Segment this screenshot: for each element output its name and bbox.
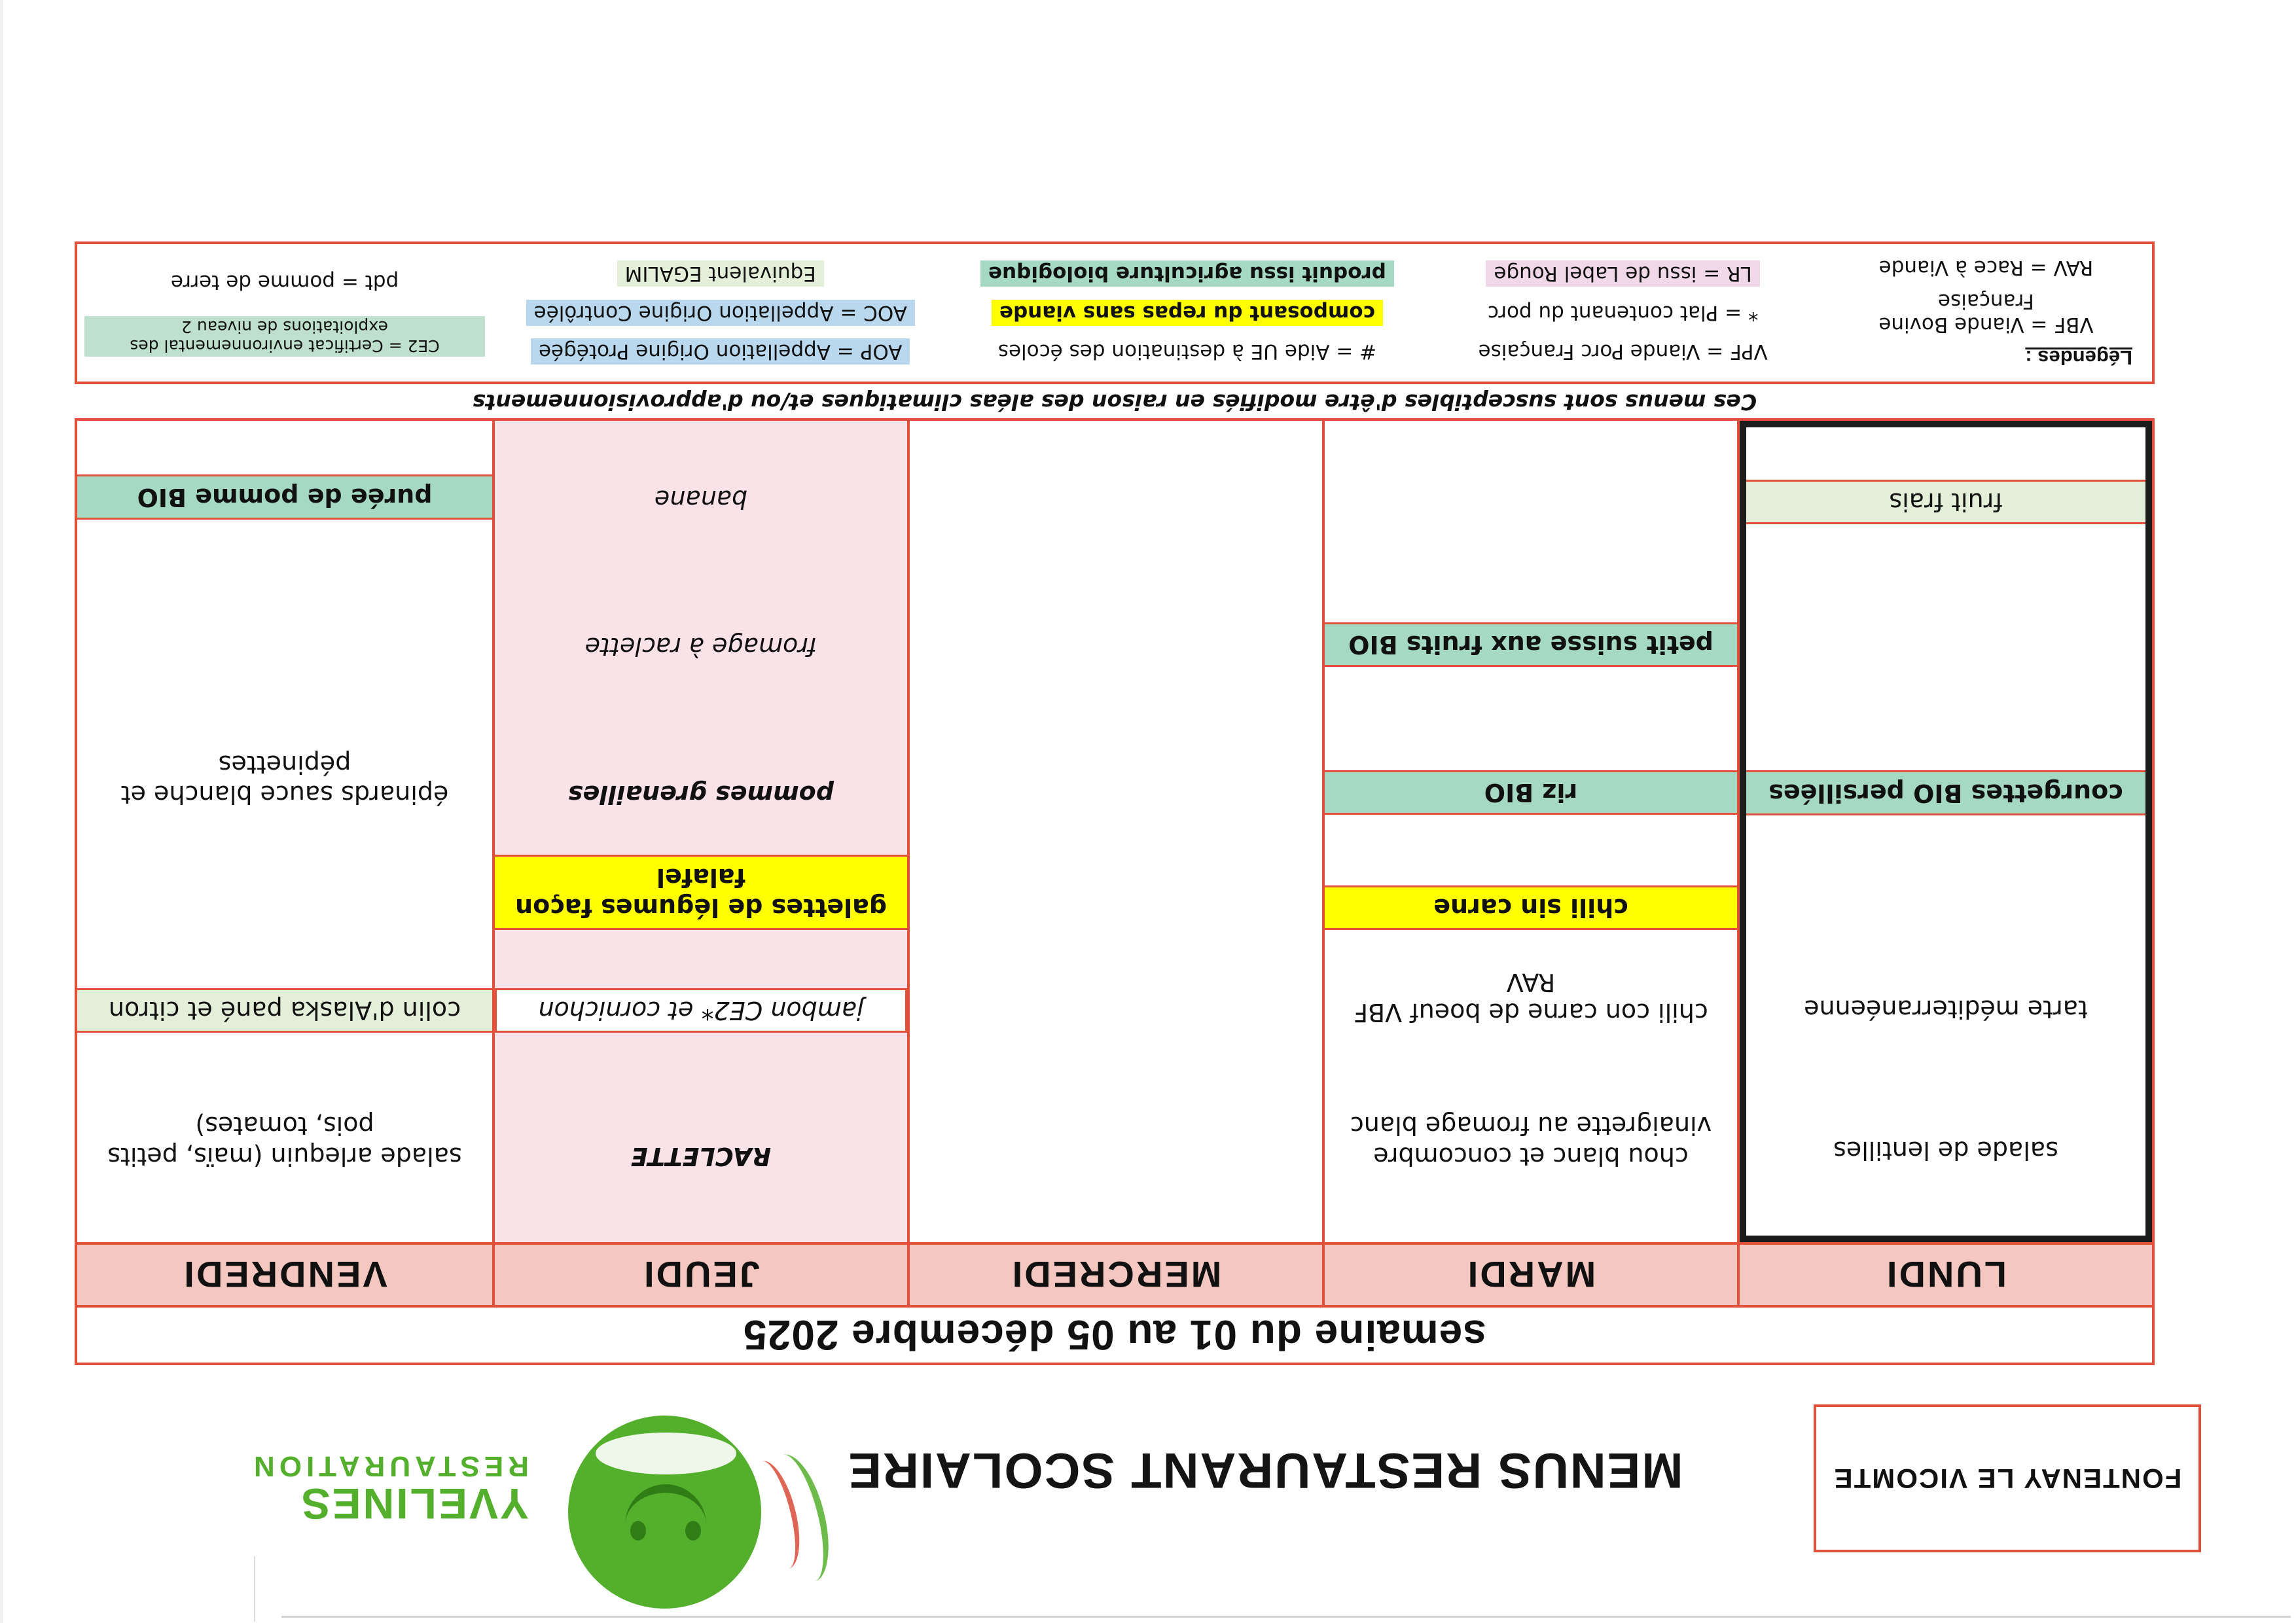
disclaimer: Ces menus sont susceptibles d'être modif… [472,389,1757,415]
legend-column-3: # = Aide UE à destination des écoles comp… [948,244,1426,382]
menu-item: épinards sauce blanche et pépinettes [120,750,449,810]
scan-artifact [254,1556,255,1622]
menu-item: salade arlequin (maïs, petits pois, toma… [107,1111,462,1171]
day-column-vendredi: VENDREDI salade arlequin (maïs, petits po… [77,421,492,1305]
legend-column-5: CE2 = Certificat environnemental des exp… [77,244,492,382]
day-header-jeudi: JEUDI [495,1242,907,1305]
day-header-lundi: LUNDI [1740,1242,2152,1305]
day-body-lundi: salade de lentilles tarte méditerranéenne… [1740,421,2152,1242]
logo-line1: YVELINES [299,1480,529,1528]
legend-item: AOC = Appellation Origine Contrôlée [526,300,915,326]
legend-item: produit issu agriculture biologique [980,260,1394,287]
menu-item: chili con carne de boeuf VBF RAV [1354,967,1708,1027]
legend-item: LR = issu de Label Rouge [1486,260,1760,287]
menu-item: galettes de légumes façon falafel [495,855,907,931]
day-column-jeudi: JEUDI RACLETTE jambon CE2* et cornichon gal… [492,421,907,1305]
day-body-mardi: chou blanc et concombre vinaigrette au f… [1325,421,1737,1242]
day-body-jeudi: RACLETTE jambon CE2* et cornichon galettes… [495,421,907,1242]
menu-item: banane [654,484,748,514]
day-columns: LUNDI salade de lentilles tarte méditerran… [77,421,2152,1305]
legend-column-4: AOP = Appellation Origine Protégée AOC = … [492,244,948,382]
menu-item: chou blanc et concombre vinaigrette au f… [1350,1111,1712,1171]
yvelines-logo-icon [568,1416,761,1609]
logo-line2: RESTAURATION [249,1450,529,1482]
menu-item: purée de pomme BIO [77,474,492,520]
legend-item: VBF = Viande Bovine Française [1878,289,2094,336]
day-header-mercredi: MERCREDI [910,1242,1322,1305]
week-header: semaine du 01 au 05 décembre 2025 [77,1305,2152,1363]
legend-item: Equivalent EGALIM [617,260,824,287]
menu-item: salade de lentilles [1833,1136,2058,1166]
menu-item: petit suisse aux fruits BIO [1325,622,1737,668]
day-body-mercredi [910,421,1322,1242]
day-column-mardi: MARDI chou blanc et concombre vinaigrette… [1322,421,1737,1305]
menu-item: courgettes BIO persillées [1746,770,2145,815]
legend-item: AOP = Appellation Origine Protégée [531,338,910,365]
day-column-lundi: LUNDI salade de lentilles tarte méditerran… [1737,421,2152,1305]
legend-item: composant du repas sans viande [991,300,1383,326]
day-column-mercredi: MERCREDI [907,421,1322,1305]
legend-item: pdt = pomme de terre [170,270,399,294]
day-body-vendredi: salade arlequin (maïs, petits pois, toma… [77,421,492,1242]
logo-smile-icon [625,1484,706,1525]
menu-item: RACLETTE [630,1141,772,1171]
legend-heading: Légendes : [2025,346,2132,370]
scan-artifact [281,1616,2291,1618]
page-title: MENUS RESTAURANT SCOLAIRE [847,1442,1683,1498]
menu-item: tarte méditerranéenne [1804,995,2088,1024]
legend-item: VPF = Viande Porc Française [1478,340,1768,364]
menu-item: pommes grenailles [568,780,834,810]
legend-item: # = Aide UE à destination des écoles [997,340,1377,364]
day-header-vendredi: VENDREDI [77,1242,492,1305]
legend-item: CE2 = Certificat environnemental des exp… [84,316,486,357]
yvelines-logo-text: YVELINES RESTAURATION [249,1450,529,1528]
legend-column-1: Légendes : VBF = Viande Bovine Française R… [1820,244,2152,382]
menu-item: fruit frais [1746,479,2145,525]
legend-item: RAV = Race à Viande [1878,256,2094,280]
menu-item: fromage à raclette [584,632,817,662]
menu-item: colin d'Alaska pané et citron [77,988,492,1033]
legend-box: Légendes : VBF = Viande Bovine Française R… [75,241,2155,384]
menu-item: jambon CE2* et cornichon [495,988,907,1033]
menu-item: chili sin carne [1325,885,1737,931]
legend-item: * = Plat contenant du porc [1487,301,1759,325]
scan-artifact [0,0,3,1623]
menu-item: riz BIO [1325,770,1737,815]
logo-plate-shape [596,1433,736,1474]
legend-column-2: VPF = Viande Porc Française * = Plat cont… [1426,244,1820,382]
day-header-mardi: MARDI [1325,1242,1737,1305]
